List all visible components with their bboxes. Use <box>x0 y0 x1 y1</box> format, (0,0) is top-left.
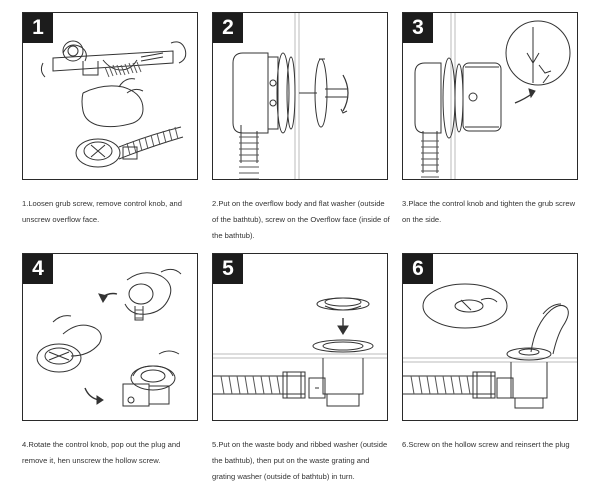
step-2-illustration: 2 <box>212 12 388 180</box>
step-4-illustration: 4 <box>22 253 198 421</box>
step-5-number-badge: 5 <box>213 254 243 284</box>
step-2-caption: 2.Put on the overflow body and flat wash… <box>212 199 390 240</box>
step-5-caption: 5.Put on the waste body and ribbed washe… <box>212 440 388 481</box>
step-6-illustration: 6 <box>402 253 578 421</box>
step-3-number-badge: 3 <box>403 13 433 43</box>
step-4-number-badge: 4 <box>23 254 53 284</box>
control-knob-drawing <box>403 13 578 180</box>
step-3-illustration: 3 <box>402 12 578 180</box>
step-5-illustration: 5 <box>212 253 388 421</box>
step-6-caption: 6.Screw on the hollow screw and reinsert… <box>402 440 570 449</box>
waste-body-assembly-drawing <box>213 254 388 421</box>
overflow-loosen-drawing <box>23 13 198 180</box>
step-1-number-badge: 1 <box>23 13 53 43</box>
step-1-illustration: 1 <box>22 12 198 180</box>
plug-removal-drawing <box>23 254 198 421</box>
step-1-caption: 1.Loosen grub screw, remove control knob… <box>22 199 182 224</box>
step-6-number-badge: 6 <box>403 254 433 284</box>
step-4-caption: 4.Rotate the control knob, pop out the p… <box>22 440 181 465</box>
overflow-body-assembly-drawing <box>213 13 388 180</box>
step-2-number-badge: 2 <box>213 13 243 43</box>
step-3-caption: 3.Place the control knob and tighten the… <box>402 199 576 224</box>
hollow-screw-and-plug-drawing <box>403 254 578 421</box>
